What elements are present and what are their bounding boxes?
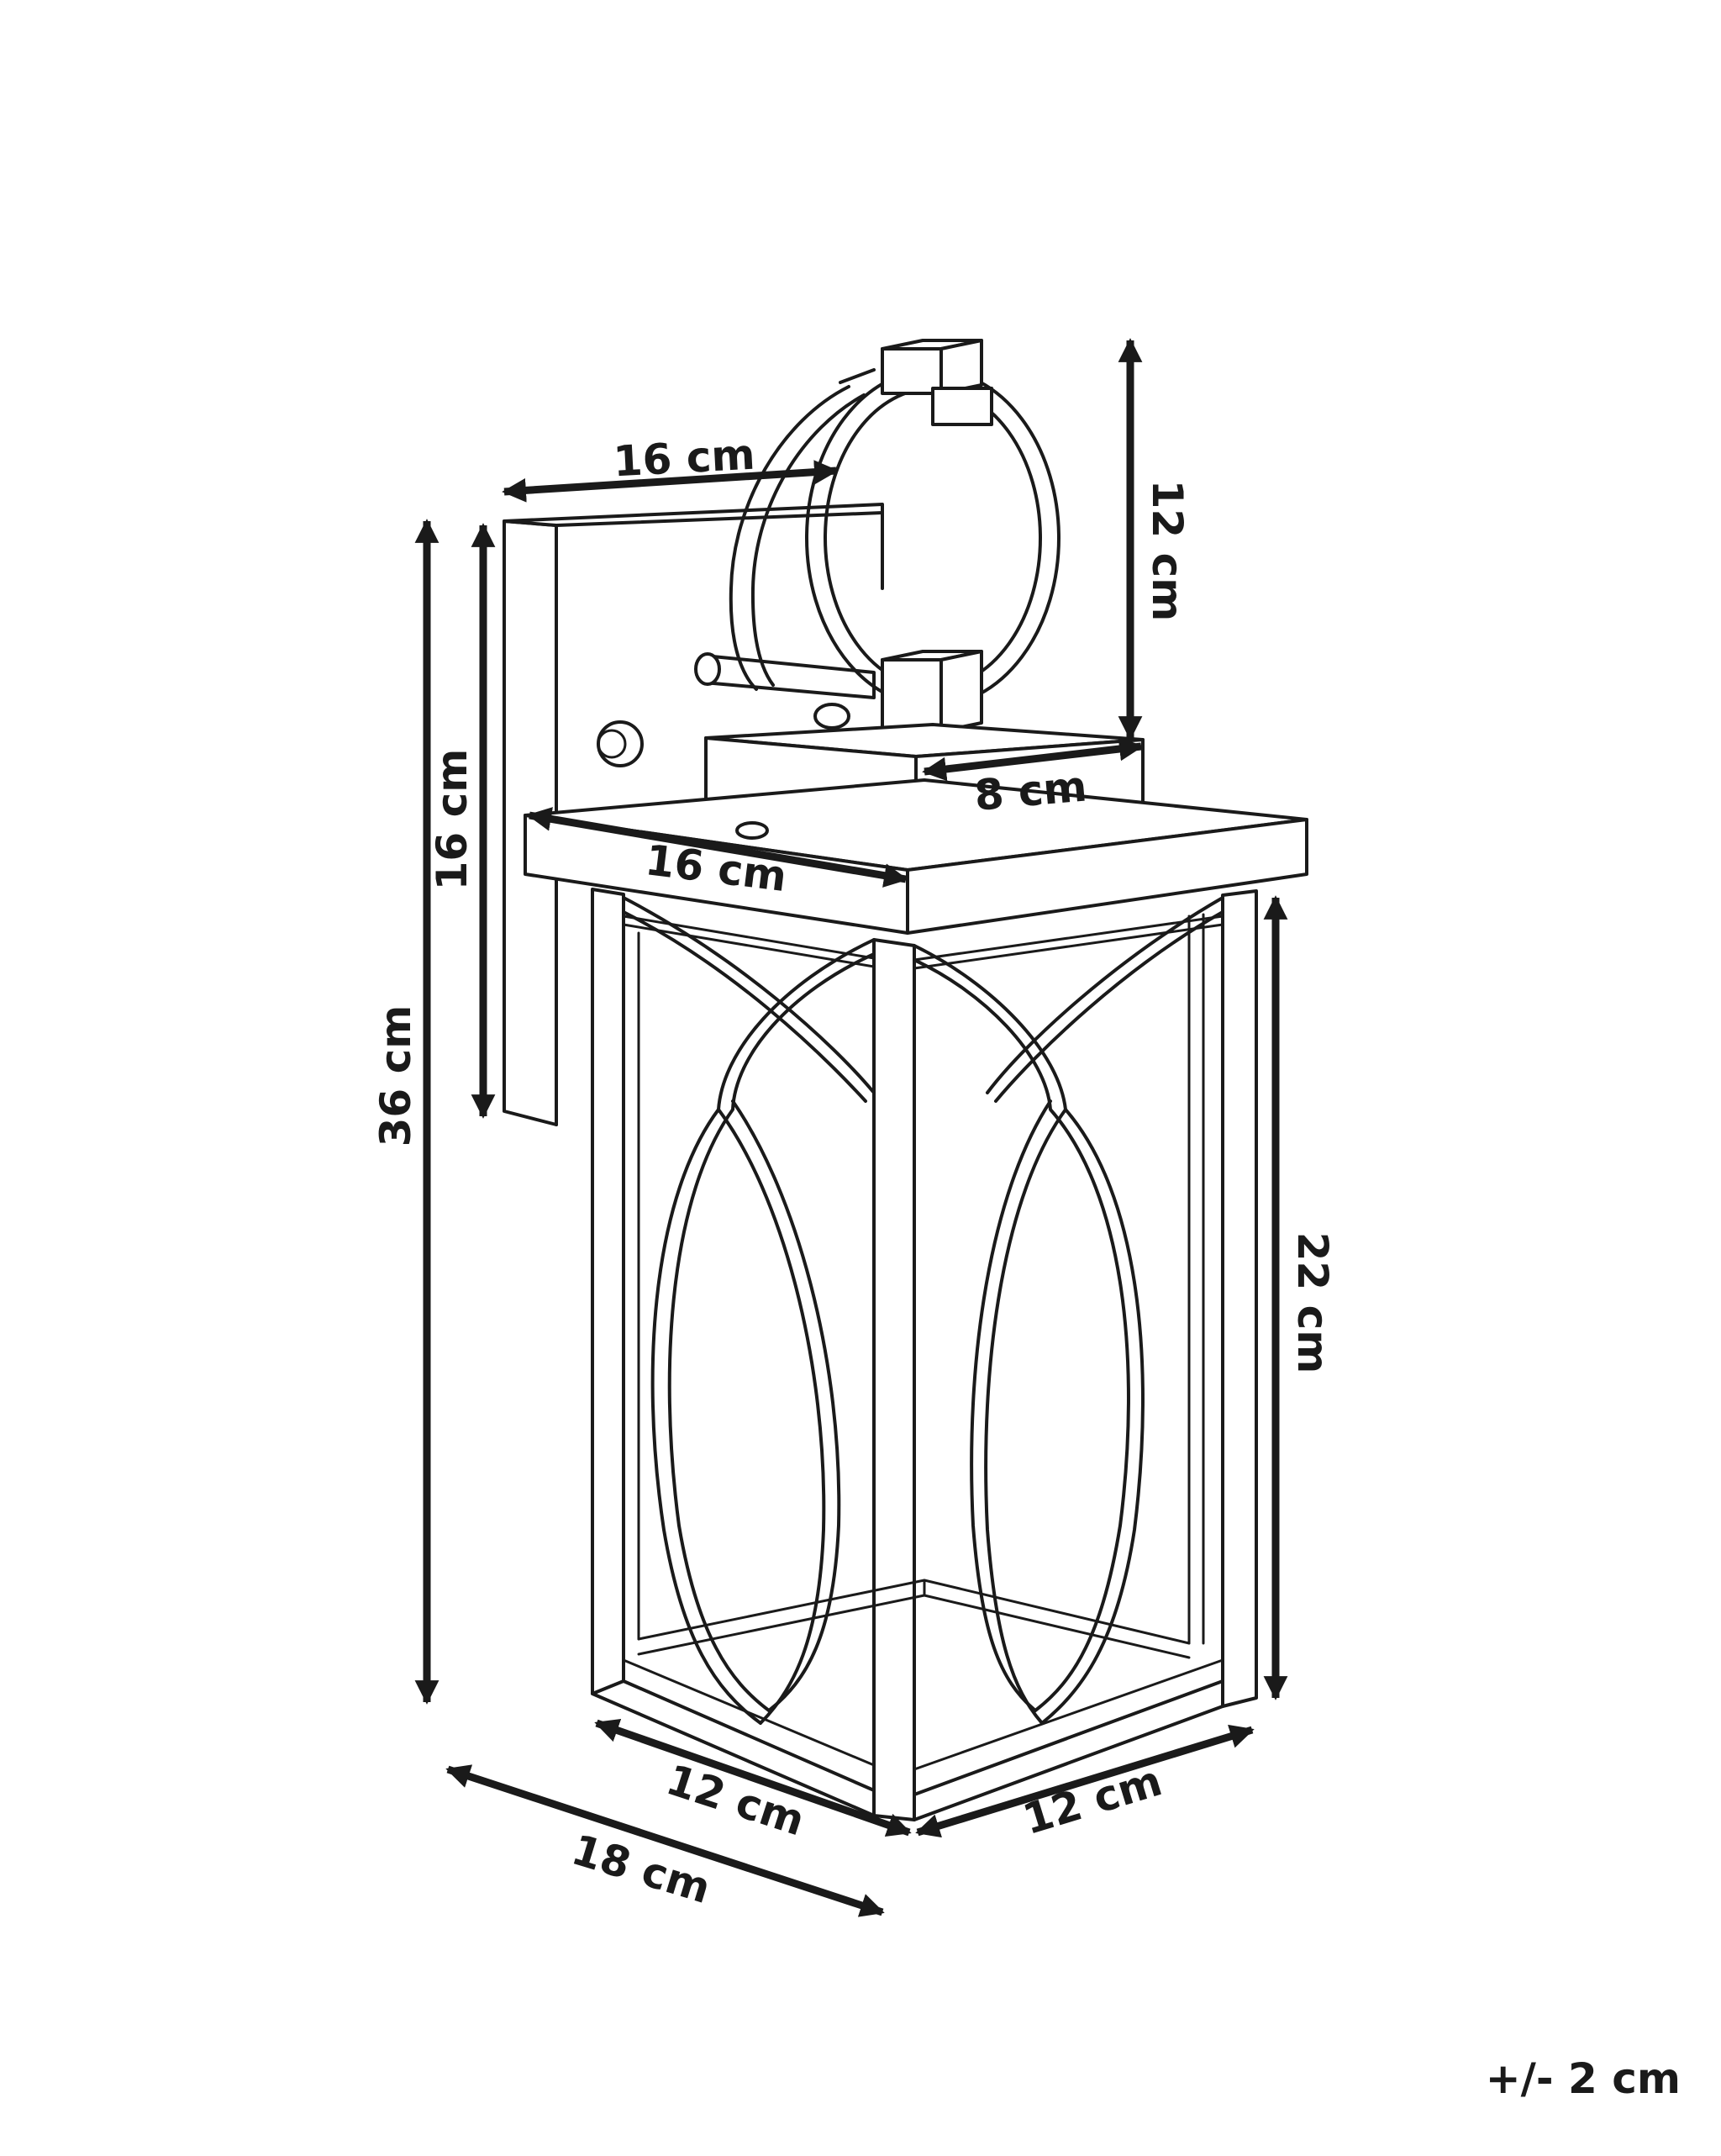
label-ring-height: 12 cm bbox=[1143, 480, 1192, 622]
label-backplate-height: 16 cm bbox=[428, 749, 476, 891]
lower-connector-block bbox=[881, 650, 983, 733]
tolerance-note: +/- 2 cm bbox=[1486, 2054, 1681, 2103]
dimension-lines bbox=[414, 338, 1288, 1917]
label-cap-width: 8 cm bbox=[972, 762, 1088, 820]
total-depth-arrow bbox=[445, 1764, 885, 1917]
label-total-depth: 18 cm bbox=[566, 1825, 716, 1913]
label-body-height: 22 cm bbox=[1288, 1232, 1337, 1374]
base-right-arrow bbox=[915, 1724, 1255, 1838]
top-finial bbox=[881, 339, 993, 426]
cap-width-arrow bbox=[922, 736, 1144, 782]
roof-width-arrow bbox=[527, 807, 908, 888]
support-arm bbox=[694, 652, 876, 730]
mounting-screw bbox=[597, 720, 644, 767]
ring-depth-arrow bbox=[502, 460, 839, 503]
label-ring-depth: 16 cm bbox=[612, 430, 756, 487]
label-total-height: 36 cm bbox=[371, 1005, 420, 1147]
lantern-roof bbox=[524, 778, 1308, 935]
lantern-body bbox=[591, 888, 1258, 1821]
